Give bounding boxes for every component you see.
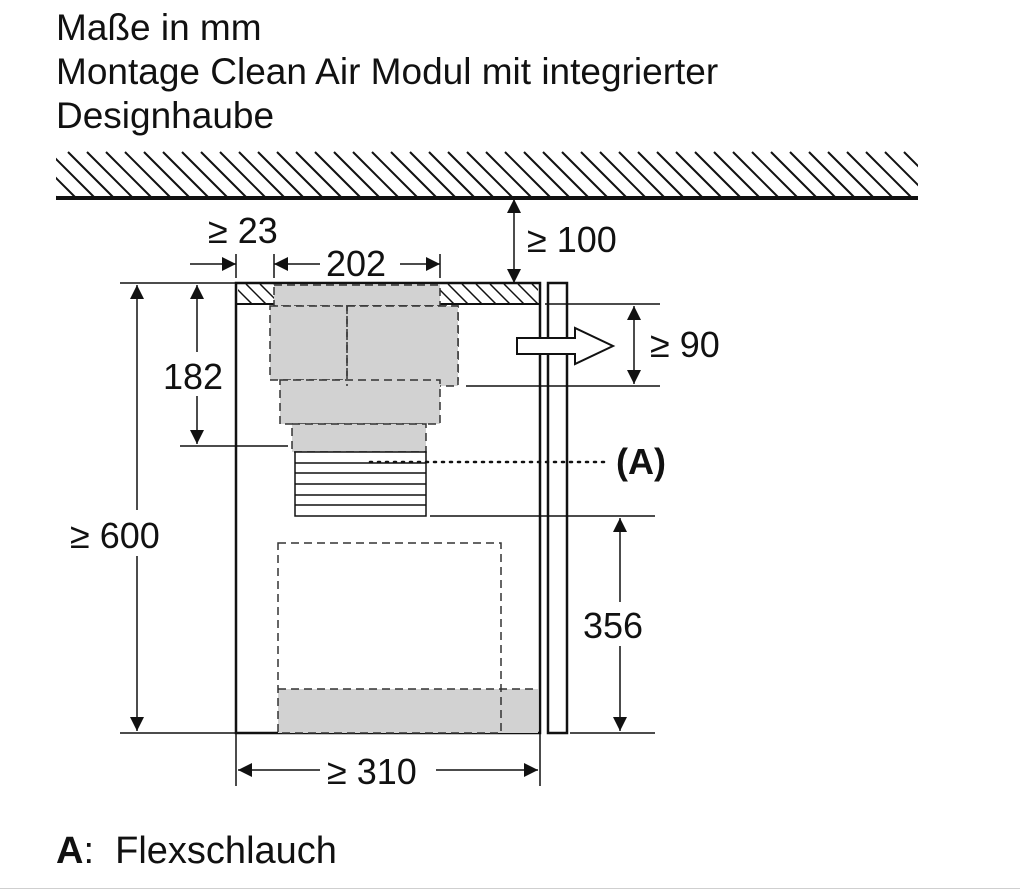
hatch-line [599,151,646,198]
hatch-line [732,151,779,198]
hatch-line [503,284,525,304]
label-bg-600 [66,510,182,556]
hatch-line [903,151,918,168]
hatch-line [846,151,893,198]
dim-total [120,282,236,734]
legend-key: A [56,830,84,872]
dim-ceiling-gap-label: ≥ 100 [527,219,617,260]
dim-vent-label: ≥ 90 [650,324,720,365]
hatch-line [440,288,455,304]
hatch-line [333,151,380,198]
hatch-line [352,151,399,198]
hatch-line [751,151,798,198]
hatch-line [238,288,253,304]
ceiling [56,151,1006,200]
hatch-line [259,284,274,300]
dim-side-gap: ≥ 23 [208,210,278,251]
hatch-line [542,151,589,198]
hatch-line [245,284,267,304]
clean-air-module [269,284,459,453]
hatch-line [517,284,538,304]
flex-hose [294,451,427,517]
hatch-line [447,151,494,198]
hatch-line [580,151,627,198]
hatch-line [56,195,57,197]
hatch-line [531,284,538,292]
hatch-line [923,152,968,197]
title-line-3: Designhaube [56,95,275,136]
hatch-line [447,284,469,304]
hatch-line [504,151,551,198]
hatch-line [884,151,918,187]
hatch-line [181,151,228,198]
design-hood [277,542,538,734]
hatch-line [67,151,114,198]
dim-cabinet-width [235,733,541,786]
hatch-line [489,284,511,304]
hatch-line [770,151,817,198]
hatch-line [675,151,722,198]
label-bg-182 [160,352,232,396]
hatch-line [390,151,437,198]
hatch-line [618,151,665,198]
air-outlet-arrow [516,326,616,366]
hatch-line [143,151,190,198]
dim-module-width: 202 [326,243,386,284]
label-bg-356 [580,602,658,646]
hatch-line [238,151,285,198]
hatch-line [314,151,361,198]
hatch-line [656,151,703,198]
hatch-line [961,152,1006,197]
hatch-line [86,151,133,198]
callout-label: (A) [616,441,666,482]
hatch-line [694,151,741,198]
dim-cabinet-width-label: ≥ 310 [327,751,417,792]
hatch-line [637,151,684,198]
legend-separator: : [83,830,95,872]
hatch-line [124,151,171,198]
hatch-line [56,157,95,198]
hatch-line [276,151,323,198]
bottom-rule [0,888,1020,889]
hatch-line [789,151,836,198]
hatch-line [295,151,342,198]
hatch-line [485,151,532,198]
hatch-line [942,152,987,197]
dim-vent [466,303,660,387]
hatch-line [713,151,760,198]
legend: A: Flexschlauch [56,830,337,873]
title-line-2: Montage Clean Air Modul mit integrierter [56,51,719,92]
hatch-line [461,284,483,304]
hatch-line [56,176,76,198]
hatch-line [523,151,570,198]
hatch-line [466,151,513,198]
hatch-line [219,151,266,198]
title-line-1: Maße in mm [56,7,262,48]
dim-top-widths [190,254,441,278]
hatch-line [428,151,475,198]
hatch-line [162,151,209,198]
dim-lower-label: 356 [583,605,643,646]
hatch-line [409,151,456,198]
hatch-line [371,151,418,198]
hatch-line [561,151,608,198]
diagram-title: Maße in mm Montage Clean Air Modul mit i… [56,6,718,138]
hatch-line [105,151,152,198]
legend-text: Flexschlauch [115,830,337,872]
hatch-line [475,284,497,304]
hatch-line [827,151,874,198]
dim-upper-label: 182 [163,356,223,397]
hatch-line [808,151,855,198]
hatch-line [257,151,304,198]
dim-total-label: ≥ 600 [70,515,160,556]
hatch-line [865,151,912,198]
hatch-line [200,151,247,198]
